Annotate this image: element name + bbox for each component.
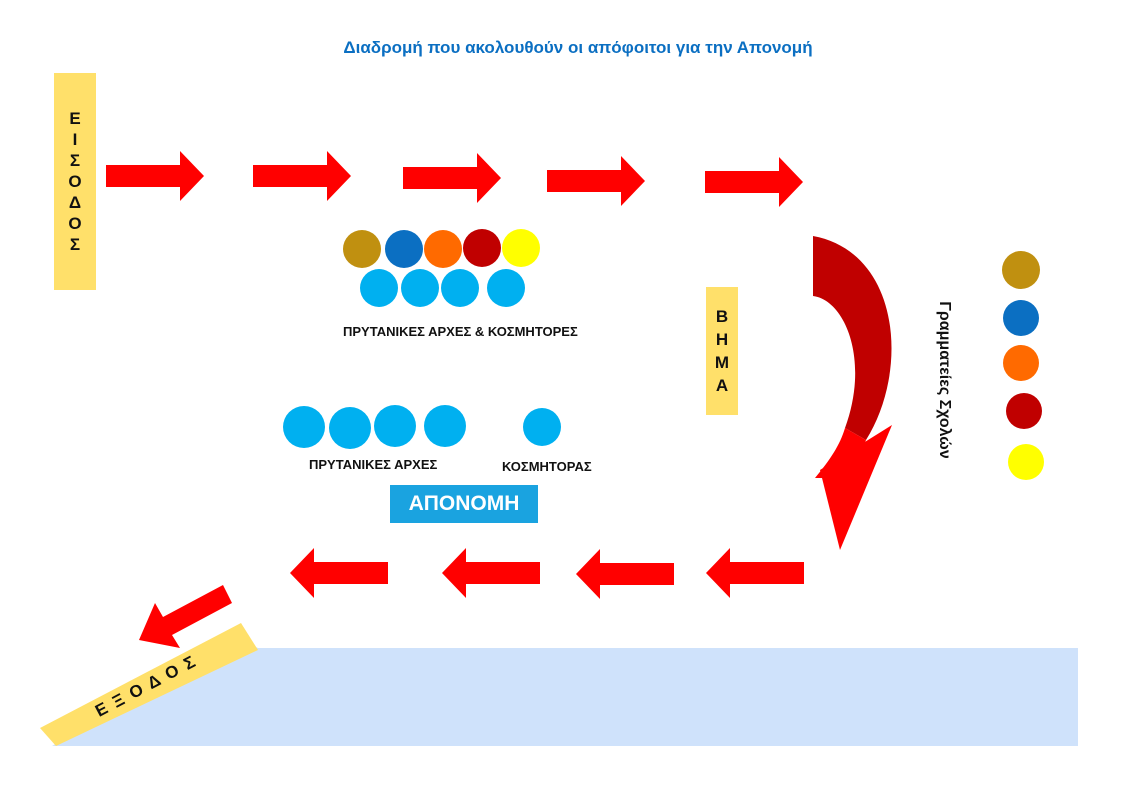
down-left-arrow-icon — [139, 585, 232, 648]
authority-dot — [283, 406, 325, 448]
right-arrow-icon — [253, 151, 351, 201]
school-color-dot — [424, 230, 462, 268]
school-secretaries-label: Γραμματείες Σχολών — [929, 280, 959, 480]
left-arrow-icon — [290, 548, 388, 598]
bema-letter: Μ — [714, 353, 730, 372]
authorities-deans-circles — [343, 229, 540, 307]
right-arrow-icon — [106, 151, 204, 201]
bema-letter: Β — [715, 307, 729, 326]
left-arrow-icon — [706, 548, 804, 598]
school-color-dot — [463, 229, 501, 267]
award-box: ΑΠΟΝΟΜΗ — [390, 485, 538, 523]
dean-label: ΚΟΣΜΗΤΟΡΑΣ — [502, 459, 592, 474]
left-arrow-icon — [576, 549, 674, 599]
authorities-deans-label: ΠΡΥΤΑΝΙΚΕΣ ΑΡΧΕΣ & ΚΟΣΜΗΤΟΡΕΣ — [343, 324, 578, 339]
entrance-letter: Σ — [69, 151, 81, 170]
entrance-sign: Ε Ι Σ Ο Δ Ο Σ — [54, 73, 96, 290]
school-color-dot — [1002, 251, 1040, 289]
secretaries-circles — [1002, 251, 1044, 480]
authority-dot — [441, 269, 479, 307]
right-arrow-icon — [705, 157, 803, 207]
award-circles — [283, 405, 561, 449]
entrance-letter: Ε — [69, 109, 81, 128]
entrance-letter: Ο — [68, 214, 82, 233]
right-arrow-icon — [547, 156, 645, 206]
school-color-dot — [502, 229, 540, 267]
authorities-label: ΠΡΥΤΑΝΙΚΕΣ ΑΡΧΕΣ — [309, 457, 438, 472]
authority-dot — [329, 407, 371, 449]
school-color-dot — [1008, 444, 1044, 480]
school-color-dot — [385, 230, 423, 268]
authority-dot — [360, 269, 398, 307]
authority-dot — [374, 405, 416, 447]
entrance-letter: Ο — [68, 172, 82, 191]
page-title: Διαδρομή που ακολουθούν οι απόφοιτοι για… — [343, 38, 813, 57]
school-color-dot — [1003, 345, 1039, 381]
authority-dot — [424, 405, 466, 447]
school-color-dot — [343, 230, 381, 268]
exit-ramp-sign — [40, 623, 258, 746]
bema-letter: Α — [715, 376, 729, 395]
bema-sign: Β Η Μ Α — [706, 287, 738, 415]
authority-dot — [401, 269, 439, 307]
entrance-letter: Ι — [72, 130, 78, 149]
entrance-letter: Σ — [69, 235, 81, 254]
bema-letter: Η — [715, 330, 729, 349]
school-color-dot — [1006, 393, 1042, 429]
authority-dot — [487, 269, 525, 307]
dean-dot — [523, 408, 561, 446]
stage-area — [258, 648, 1078, 746]
right-arrow-icon — [403, 153, 501, 203]
school-secretaries-text: Γραμματείες Σχολών — [936, 301, 953, 459]
entrance-letter: Δ — [68, 193, 82, 212]
curved-down-arrow-icon — [813, 236, 892, 550]
left-arrow-icon — [442, 548, 540, 598]
school-color-dot — [1003, 300, 1039, 336]
